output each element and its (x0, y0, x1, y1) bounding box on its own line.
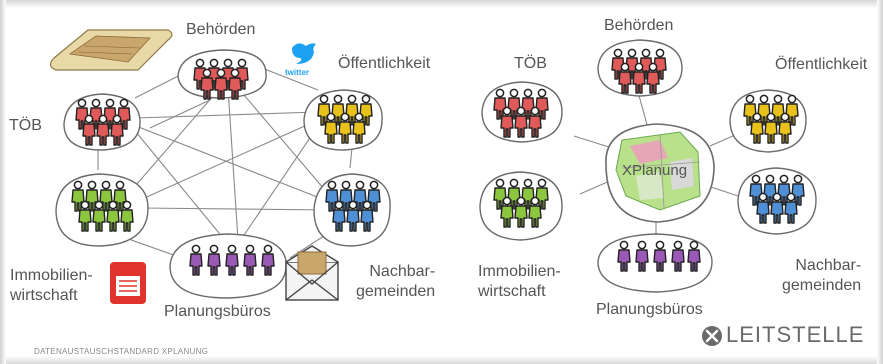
right-group-toeb (481, 81, 563, 143)
x-logo-icon (702, 326, 722, 346)
left-group-nachbargemeinden (313, 173, 391, 247)
left-group-planungsbueros (169, 233, 287, 299)
right-label-planungsbueros: Planungsbüros (596, 301, 703, 318)
left-label-nachbargemeinden: Nachbar- gemeinden (356, 263, 436, 300)
left-group-oeffentlichkeit (303, 89, 383, 151)
map-scroll-icon (49, 29, 173, 71)
left-label-immobilien: Immobilien- wirtschaft (10, 267, 93, 304)
left-group-toeb (63, 93, 141, 151)
envelope-icon (285, 245, 339, 301)
pdf-icon (110, 262, 146, 304)
twitter-caption: twitter (285, 68, 309, 77)
left-label-planungsbueros: Planungsbüros (164, 303, 271, 320)
right-group-planungsbueros (597, 233, 713, 293)
right-label-behoerden: Behörden (604, 17, 674, 34)
logo: LEITSTELLE (700, 322, 864, 348)
right-label-immobilien: Immobilien- wirtschaft (478, 263, 561, 300)
right-group-immobilien (479, 171, 563, 241)
left-label-behoerden: Behörden (186, 21, 256, 38)
left-label-oeffentlichkeit: Öffentlichkeit (338, 55, 431, 72)
right-label-nachbargemeinden: Nachbar- gemeinden (782, 257, 862, 294)
left-label-toeb: TÖB (9, 117, 42, 134)
center-label-xplanung: XPlanung (622, 162, 688, 179)
footer-text: DATENAUSTAUSCHSTANDARD XPLANUNG (34, 347, 209, 356)
right-center-map (605, 123, 715, 223)
logo-text: LEITSTELLE (726, 322, 865, 347)
right-group-nachbargemeinden (737, 167, 817, 235)
left-group-behoerden (177, 49, 267, 100)
right-label-oeffentlichkeit: Öffentlichkeit (775, 56, 868, 73)
right-group-oeffentlichkeit (729, 89, 807, 153)
right-group-behoerden (597, 39, 683, 97)
twitter-icon (292, 43, 316, 64)
left-group-immobilien (55, 173, 149, 247)
right-label-toeb: TÖB (514, 55, 547, 72)
logo-mark-space (700, 324, 722, 346)
